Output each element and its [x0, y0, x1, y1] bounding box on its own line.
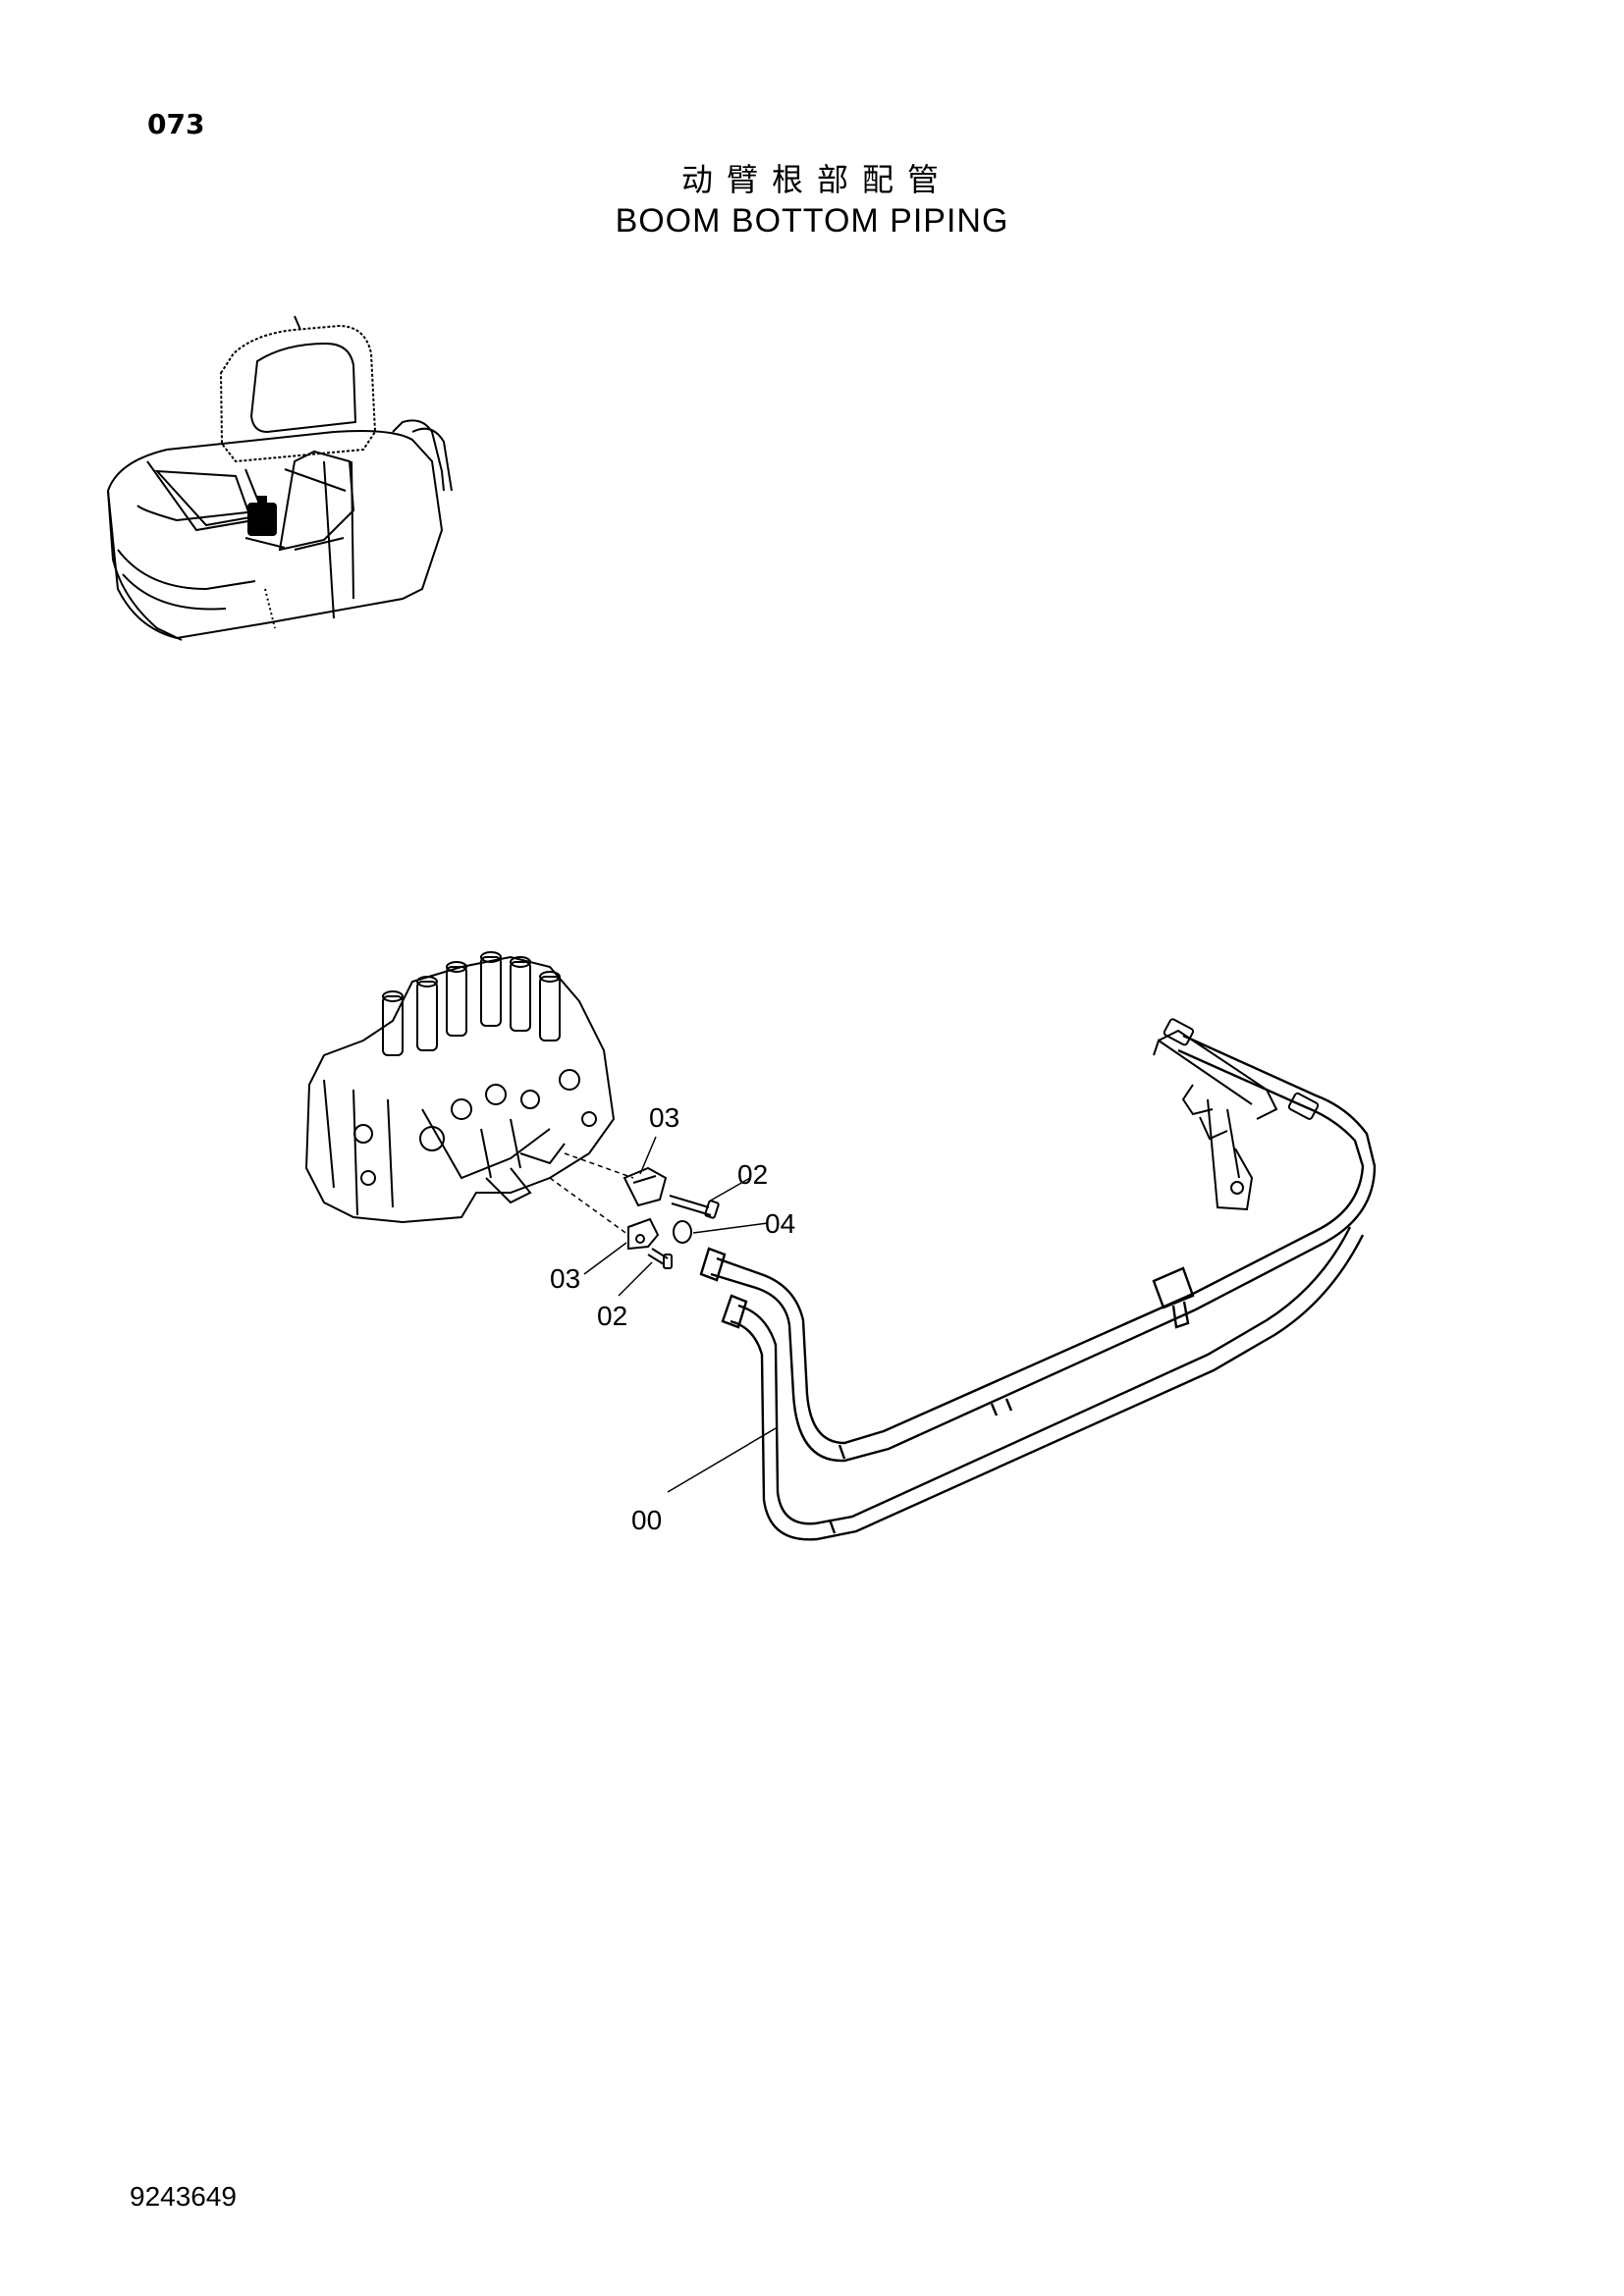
- clamp-upper: [623, 1166, 668, 1207]
- callout-clamp-upper: 03: [649, 1102, 679, 1133]
- clamp-lower: [627, 1217, 660, 1251]
- bolt-lower: [647, 1248, 673, 1269]
- callout-oring: 04: [765, 1208, 795, 1239]
- leader-lines: [583, 1136, 777, 1493]
- page-number: 073: [147, 108, 205, 140]
- excavator-locator-illustration: [106, 315, 453, 641]
- bolt-upper: [669, 1195, 720, 1219]
- page-title: BOOM BOTTOM PIPING: [615, 202, 1009, 240]
- boom-pipe: [699, 1034, 1377, 1541]
- callout-boom-pipe: 00: [631, 1505, 662, 1535]
- callout-clamp-lower: 03: [550, 1263, 580, 1294]
- page-title-chinese: 动臂根部配管: [680, 161, 952, 198]
- callout-bolt-upper: 02: [737, 1159, 768, 1190]
- callout-bolt-lower: 02: [597, 1301, 627, 1331]
- drawing-number: 9243649: [130, 2181, 238, 2212]
- assembly-axis-lines: [549, 1152, 634, 1236]
- control-valve-illustration: [304, 951, 616, 1224]
- oring: [673, 1220, 692, 1244]
- boom-bracket: [1153, 1018, 1320, 1211]
